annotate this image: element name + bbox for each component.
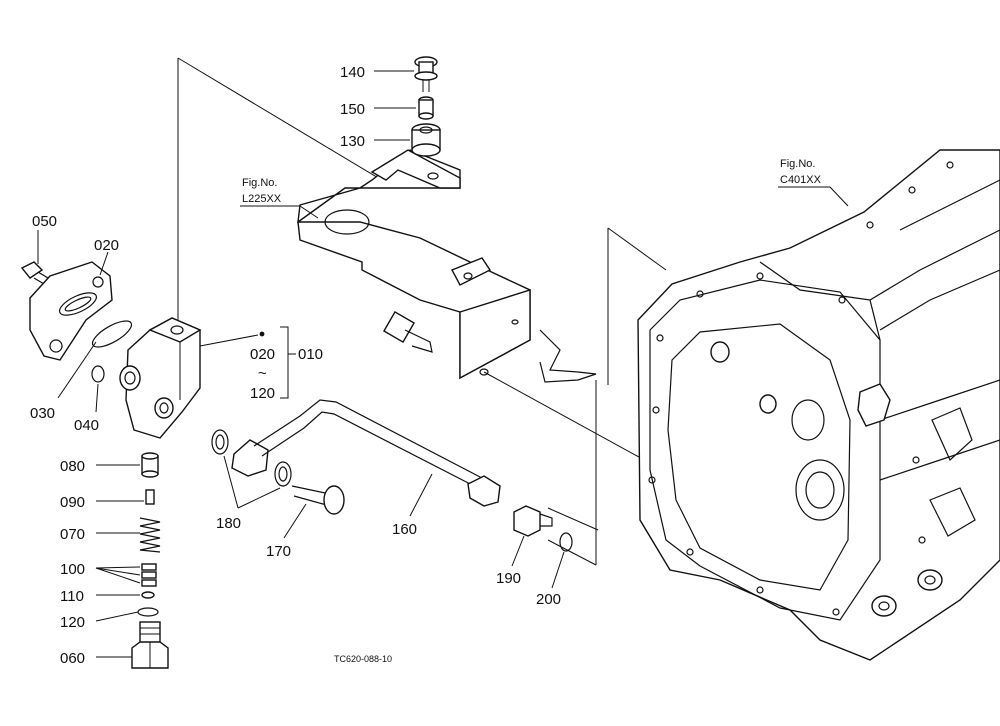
callout-050: 050 — [32, 213, 57, 230]
callout-020: 020 — [94, 237, 119, 254]
washers-180 — [211, 429, 292, 487]
valve-body-010 — [119, 317, 265, 439]
fig-ref-left-caption: Fig.No. — [242, 177, 277, 189]
callout-130: 130 — [340, 133, 365, 150]
callout-140: 140 — [340, 64, 365, 81]
callout-070: 070 — [60, 526, 85, 543]
plug-060 — [131, 621, 169, 669]
assembly-range-labels: 020 ~ 120 010 — [250, 346, 323, 402]
callout-200: 200 — [536, 591, 561, 608]
o-ring-200 — [559, 532, 573, 552]
assembly-to: 120 — [250, 385, 275, 402]
callout-labels: 140 150 130 050 020 030 040 080 090 070 … — [30, 64, 561, 667]
assembly-from: 020 — [250, 346, 275, 363]
o-ring-040 — [91, 365, 105, 383]
fig-ref-left-number: L225XX — [242, 193, 282, 205]
callout-030: 030 — [30, 405, 55, 422]
o-ring-030 — [91, 320, 133, 348]
assembly-number: 010 — [298, 346, 323, 363]
plate-020 — [29, 261, 113, 361]
banjo-bolt-170 — [291, 485, 345, 515]
plug-080 — [141, 452, 159, 478]
leader-lines — [37, 70, 849, 658]
callout-090: 090 — [60, 494, 85, 511]
assembly-bracket — [280, 326, 296, 399]
bracket-plate — [297, 149, 597, 383]
spring-070 — [139, 517, 161, 553]
pin-090 — [145, 489, 155, 505]
cushion-130 — [411, 123, 441, 157]
figure-references: Fig.No. L225XX Fig.No. C401XX — [242, 158, 822, 205]
callout-170: 170 — [266, 543, 291, 560]
assembly-tilde: ~ — [258, 365, 267, 382]
shims-100 — [141, 563, 157, 587]
bolt-140 — [414, 56, 438, 92]
callout-190: 190 — [496, 570, 521, 587]
callout-060: 060 — [60, 650, 85, 667]
fig-ref-right-number: C401XX — [780, 174, 822, 186]
callout-040: 040 — [74, 417, 99, 434]
callout-120: 120 — [60, 614, 85, 631]
callout-160: 160 — [392, 521, 417, 538]
callout-080: 080 — [60, 458, 85, 475]
washer-110 — [141, 591, 155, 599]
transmission-case — [637, 149, 1000, 661]
drawing-id: TC620-088-10 — [334, 654, 392, 664]
fig-ref-right-caption: Fig.No. — [780, 158, 815, 170]
case-bolt-holes — [648, 161, 954, 616]
case-bosses — [871, 569, 943, 617]
connector-190 — [513, 505, 553, 537]
reference-lines — [177, 57, 667, 566]
pipe-160 — [231, 399, 501, 507]
callout-110: 110 — [60, 588, 84, 605]
collar-150 — [418, 96, 434, 120]
callout-150: 150 — [340, 101, 365, 118]
callout-180: 180 — [216, 515, 241, 532]
callout-100: 100 — [60, 561, 85, 578]
o-ring-120 — [137, 607, 159, 617]
